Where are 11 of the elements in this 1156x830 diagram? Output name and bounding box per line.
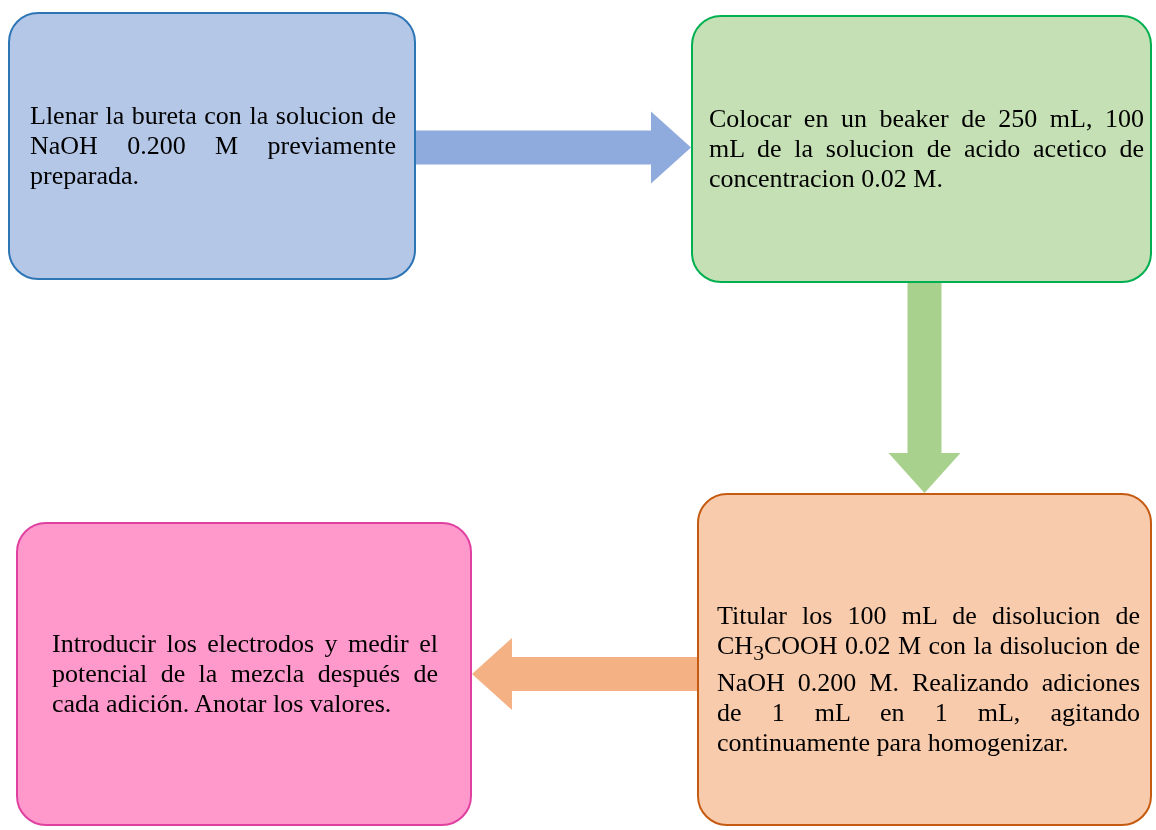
process-box [691,15,1152,283]
block-arrow [472,638,697,710]
step-text: Llenar la bureta con la solucion de NaOH 0.200 M previamente preparada. [30,101,396,191]
block-arrow [888,283,961,493]
process-box [697,493,1152,826]
step-text: Titular los 100 mL de disolucion de CH$_{3}$COOH 0.02 M con la disolucion de NaOH 0.200 M. Realizando adiciones de 1 mL en 1 mL, agitando continuamente para homogenizar. [717,600,1140,759]
block-arrow [416,111,691,184]
step-text: Colocar en un beaker de 250 mL, 100 mL de la solucion de acido acetico de concentracion 0.02 M. [709,104,1144,194]
process-box [8,12,416,280]
process-box [16,522,472,826]
step-text: Introducir los electrodos y medir el potencial de la mezcla después de cada adición. Anotar los valores. [52,629,438,719]
